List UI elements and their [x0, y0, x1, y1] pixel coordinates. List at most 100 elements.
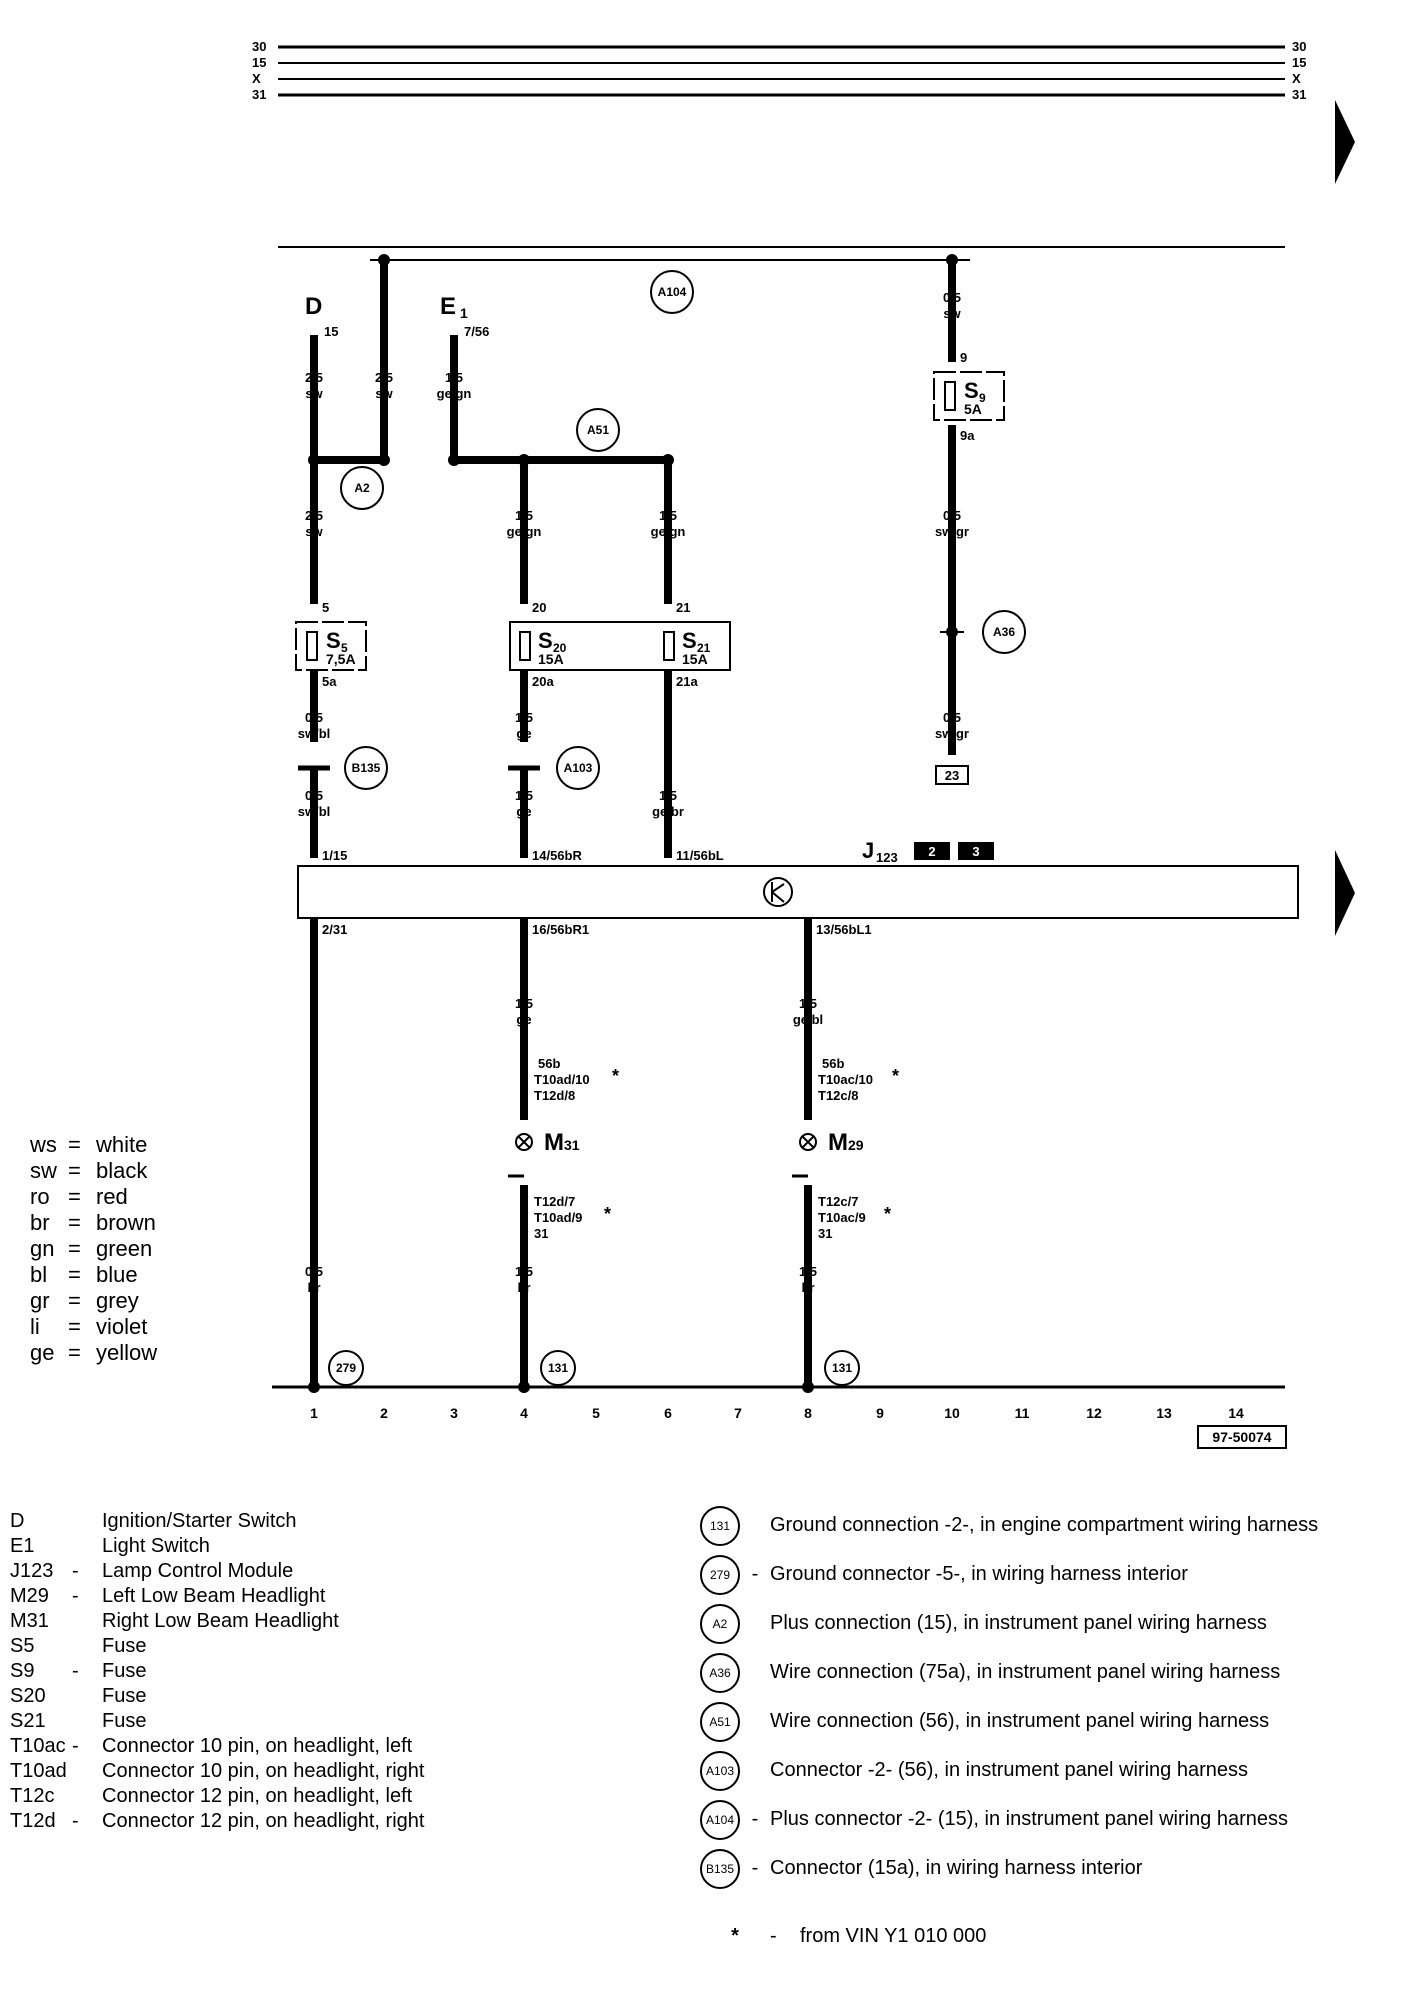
pin-label: 21a: [676, 674, 698, 689]
color-name: white: [96, 1132, 148, 1157]
component-desc: Right Low Beam Headlight: [102, 1610, 339, 1632]
component-code: S21: [10, 1710, 46, 1732]
component-dash: [72, 1510, 102, 1533]
wire-size: 1,5: [445, 370, 463, 385]
component-desc: Connector 10 pin, on headlight, left: [102, 1735, 413, 1757]
color-name: red: [96, 1184, 128, 1209]
wire-color: sw: [943, 306, 961, 321]
scale-number: 1: [310, 1405, 318, 1421]
component-code: M29: [10, 1585, 49, 1607]
fuse-sub: 21: [697, 641, 711, 655]
scale-number: 5: [592, 1405, 600, 1421]
component-code: S20: [10, 1685, 46, 1707]
component-dash: -: [72, 1735, 79, 1757]
legend-item: li=violet: [30, 1314, 148, 1339]
pin-label: 20: [532, 600, 546, 615]
light-switch-sub: 1: [460, 305, 468, 321]
circle-label: A51: [587, 423, 609, 437]
color-code: ro: [30, 1184, 50, 1209]
component-code: T12d: [10, 1810, 56, 1832]
bus-label-x-right: X: [1292, 71, 1301, 86]
fuse-name: S: [326, 628, 341, 653]
component-code: T10ac: [10, 1735, 66, 1757]
bus-label-30-right: 30: [1292, 39, 1306, 54]
scale-number: 7: [734, 1405, 742, 1421]
component-desc: Fuse: [102, 1710, 147, 1732]
pin-label: 31: [818, 1226, 832, 1241]
component-dash: -: [72, 1810, 79, 1832]
footnote: * - from VIN Y1 010 000: [700, 1925, 986, 1948]
wire-color: ge: [516, 726, 531, 741]
connection-dash: -: [751, 1808, 759, 1830]
footnote-star: *: [884, 1204, 891, 1224]
color-name: brown: [96, 1210, 156, 1235]
footnote-dash: -: [770, 1925, 777, 1947]
component-dash: [72, 1785, 102, 1808]
wire-color: ge/br: [652, 804, 684, 819]
fuse-rating: 5A: [964, 401, 982, 417]
fuse-name: S: [538, 628, 553, 653]
component-dash: -: [72, 1585, 79, 1607]
color-name: yellow: [96, 1340, 158, 1365]
color-name: black: [96, 1158, 148, 1183]
pin-label: 20a: [532, 674, 554, 689]
pin-label: 56b: [822, 1056, 844, 1071]
component-row: M31 Right Low Beam Headlight: [10, 1610, 650, 1633]
circle-label: 131: [548, 1361, 568, 1375]
color-legend: ws=white sw=black ro=red br=brown gn=gre…: [30, 1132, 157, 1366]
light-switch-label: E: [440, 293, 456, 320]
color-name: blue: [96, 1262, 138, 1287]
component-dash: [72, 1535, 102, 1558]
fuse-rating: 15A: [538, 651, 564, 667]
component-code: S9: [10, 1660, 35, 1682]
module-ref: 2: [928, 844, 935, 859]
connection-dash: [740, 1653, 770, 1661]
component-row: S21 Fuse: [10, 1710, 650, 1733]
lamp-sub: 29: [848, 1137, 864, 1153]
color-code: br: [30, 1210, 50, 1235]
wire-size: 1,5: [515, 788, 533, 803]
fuse-s5: S 5 7,5A: [295, 621, 367, 671]
wire-color: br: [802, 1280, 815, 1295]
fuse-sub: 20: [553, 641, 567, 655]
circle-label: 131: [832, 1361, 852, 1375]
component-code: M31: [10, 1610, 49, 1632]
pin-label: 16/56bR1: [532, 922, 589, 937]
module-name: J: [862, 838, 874, 863]
wire-color: sw: [305, 386, 323, 401]
bus-label-15-right: 15: [1292, 55, 1306, 70]
headlight-m29: M 29: [792, 1129, 864, 1178]
component-dash: -: [72, 1560, 79, 1582]
scale-number: 8: [804, 1405, 812, 1421]
continuation-arrow-module: [1335, 850, 1355, 936]
color-code: ws: [30, 1132, 57, 1157]
scale-number: 3: [450, 1405, 458, 1421]
circle-label: A103: [564, 761, 593, 775]
wire-size: 2,5: [305, 508, 323, 523]
color-code: li: [30, 1314, 40, 1339]
scale-number: 11: [1015, 1405, 1030, 1421]
pin-label: T12c/8: [818, 1088, 858, 1103]
wire-size: 1,5: [799, 996, 817, 1011]
component-row: T10ac- Connector 10 pin, on headlight, le…: [10, 1735, 650, 1758]
ground-circle-131: 131: [824, 1350, 860, 1386]
component-row: S20 Fuse: [10, 1685, 650, 1708]
wire-size: 1,5: [515, 508, 533, 523]
wire-color: ge/bl: [793, 1012, 823, 1027]
connection-desc: Connector -2- (56), in instrument panel …: [770, 1759, 1248, 1781]
connection-circle-a36: A36: [982, 610, 1026, 654]
pin-label: 21: [676, 600, 690, 615]
component-desc: Fuse: [102, 1685, 147, 1707]
wire-size: 0,5: [305, 788, 323, 803]
pin-label: 5: [322, 600, 329, 615]
component-dash: [72, 1710, 102, 1733]
connection-dash: [740, 1604, 770, 1612]
legend-item: gr=grey: [30, 1288, 139, 1313]
color-code: sw: [30, 1158, 57, 1183]
pin-label: 13/56bL1: [816, 922, 872, 937]
wire-color: sw/gr: [935, 726, 969, 741]
component-dash: [72, 1610, 102, 1633]
